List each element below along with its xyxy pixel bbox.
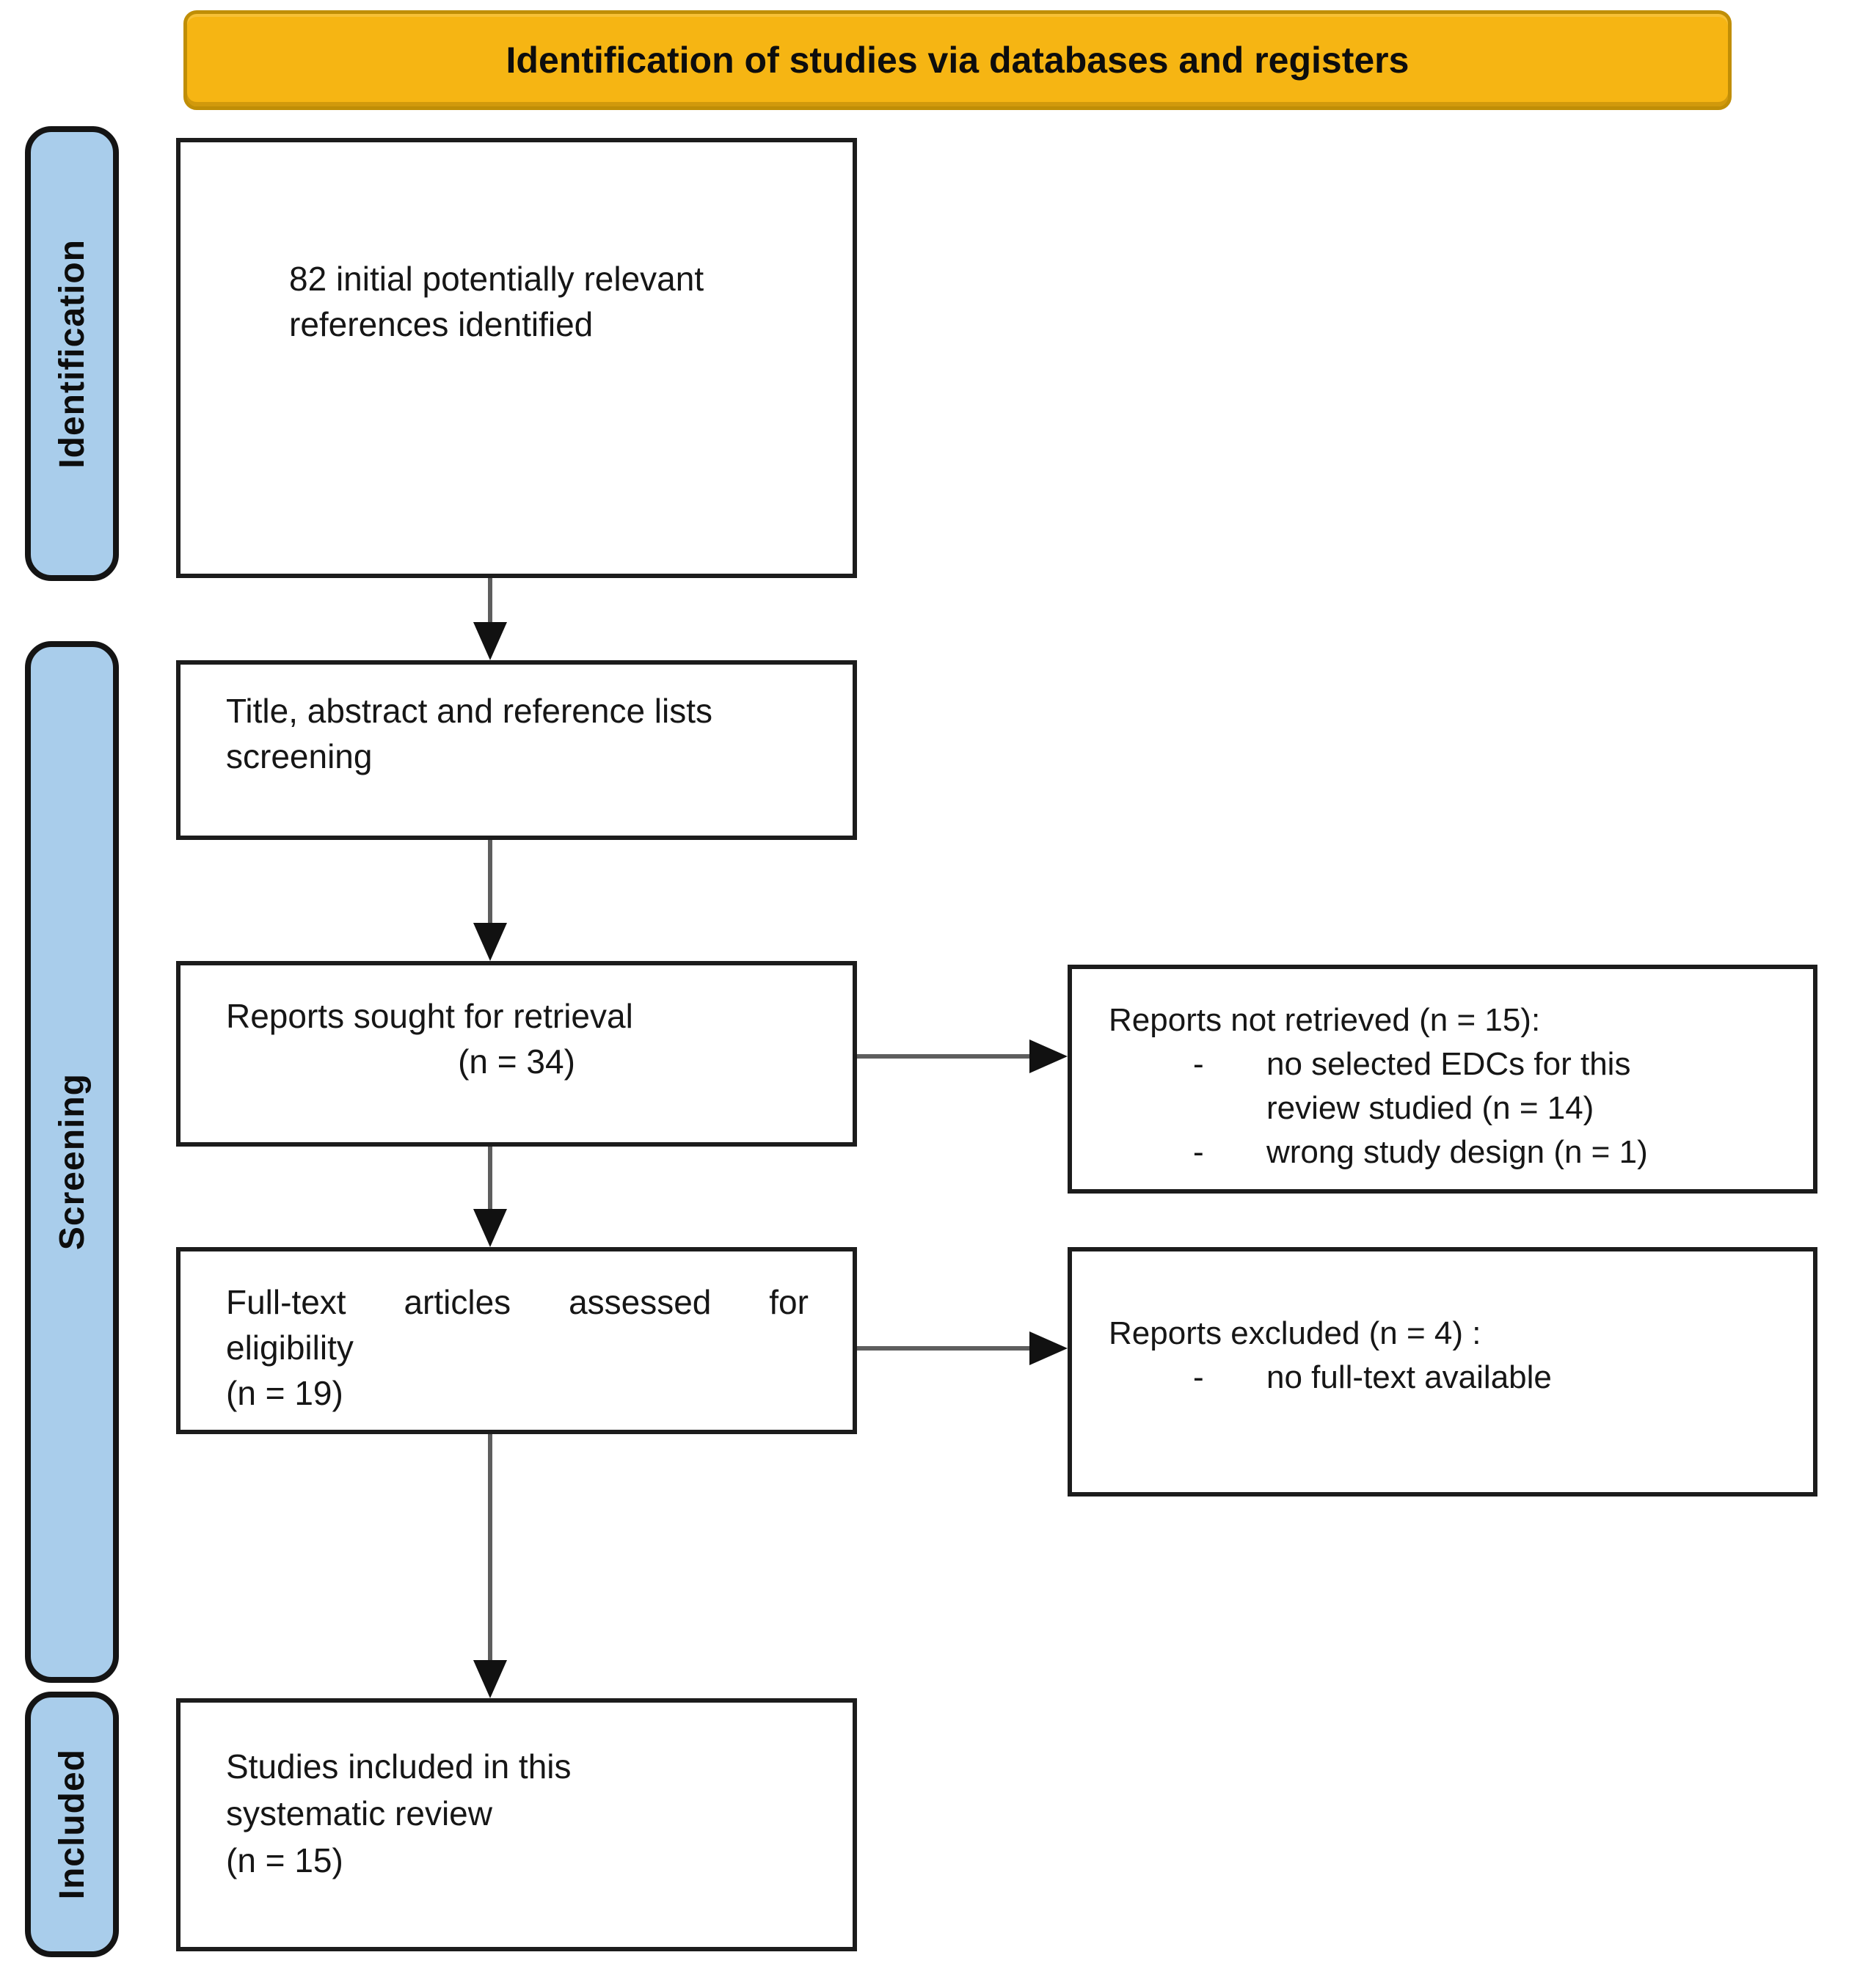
stage-label-identification: Identification	[52, 238, 92, 469]
bullet-marker: -	[1193, 1134, 1204, 1170]
box-excluded-title: Reports excluded (n = 4) :	[1109, 1315, 1481, 1351]
box-records-line2: references identified	[289, 305, 594, 343]
box-fulltext-line1: Full-text articles assessed for	[180, 1279, 853, 1325]
box-screening-line2: screening	[226, 737, 373, 775]
stage-label-screening: Screening	[52, 1073, 92, 1251]
box-screening-line1: Title, abstract and reference lists	[226, 692, 713, 730]
box-records-identified: 82 initial potentially relevant referenc…	[176, 138, 857, 578]
bullet-text: no selected EDCs for this review studied…	[1266, 1046, 1631, 1126]
box-title-abstract-screening: Title, abstract and reference lists scre…	[176, 660, 857, 840]
box-records-line1: 82 initial potentially relevant	[289, 260, 704, 298]
box-notretrieved-title: Reports not retrieved (n = 15):	[1109, 1002, 1541, 1038]
box-studies-included: Studies included in this systematic revi…	[176, 1698, 857, 1951]
stage-label-included: Included	[52, 1749, 92, 1900]
box-reports-excluded: Reports excluded (n = 4) : - no full-tex…	[1068, 1247, 1817, 1497]
box-included-count: (n = 15)	[226, 1841, 343, 1879]
arrow-fulltext-to-included	[473, 1434, 507, 1698]
box-sought-count: (n = 34)	[458, 1042, 575, 1081]
stage-bar-identification: Identification	[25, 126, 119, 581]
bullet-marker: -	[1193, 1359, 1204, 1395]
banner-title: Identification of studies via databases …	[506, 40, 1409, 81]
stage-bar-screening: Screening	[25, 641, 119, 1683]
bullet-wrong-study-design: - wrong study design (n = 1)	[1109, 1130, 1784, 1174]
arrow-sought-to-fulltext	[473, 1147, 507, 1247]
bullet-no-fulltext: - no full-text available	[1109, 1356, 1784, 1400]
bullet-text: wrong study design (n = 1)	[1266, 1134, 1648, 1170]
box-included-line2: systematic review	[226, 1794, 492, 1832]
box-fulltext-word1: Full-text	[226, 1283, 346, 1321]
box-reports-not-retrieved: Reports not retrieved (n = 15): - no sel…	[1068, 965, 1817, 1194]
banner-identification-via-databases: Identification of studies via databases …	[183, 10, 1732, 110]
arrow-records-to-screening	[473, 578, 507, 660]
stage-bar-included: Included	[25, 1692, 119, 1957]
box-fulltext-assessed: Full-text articles assessed for eligibil…	[176, 1247, 857, 1434]
box-fulltext-word4: for	[769, 1283, 809, 1321]
box-reports-sought: Reports sought for retrieval (n = 34)	[176, 961, 857, 1147]
box-sought-line1: Reports sought for retrieval	[226, 997, 633, 1035]
box-fulltext-word3: assessed	[569, 1283, 712, 1321]
bullet-no-selected-edcs: - no selected EDCs for this review studi…	[1109, 1042, 1784, 1130]
bullet-text: no full-text available	[1266, 1359, 1552, 1395]
arrow-sought-to-not-retrieved	[857, 1039, 1068, 1073]
box-fulltext-line2: eligibility	[226, 1329, 354, 1367]
arrow-fulltext-to-excluded	[857, 1331, 1068, 1365]
box-fulltext-word2: articles	[404, 1283, 511, 1321]
box-fulltext-count: (n = 19)	[226, 1374, 343, 1412]
box-included-line1: Studies included in this	[226, 1747, 572, 1786]
arrow-screening-to-sought	[473, 840, 507, 961]
bullet-marker: -	[1193, 1046, 1204, 1082]
